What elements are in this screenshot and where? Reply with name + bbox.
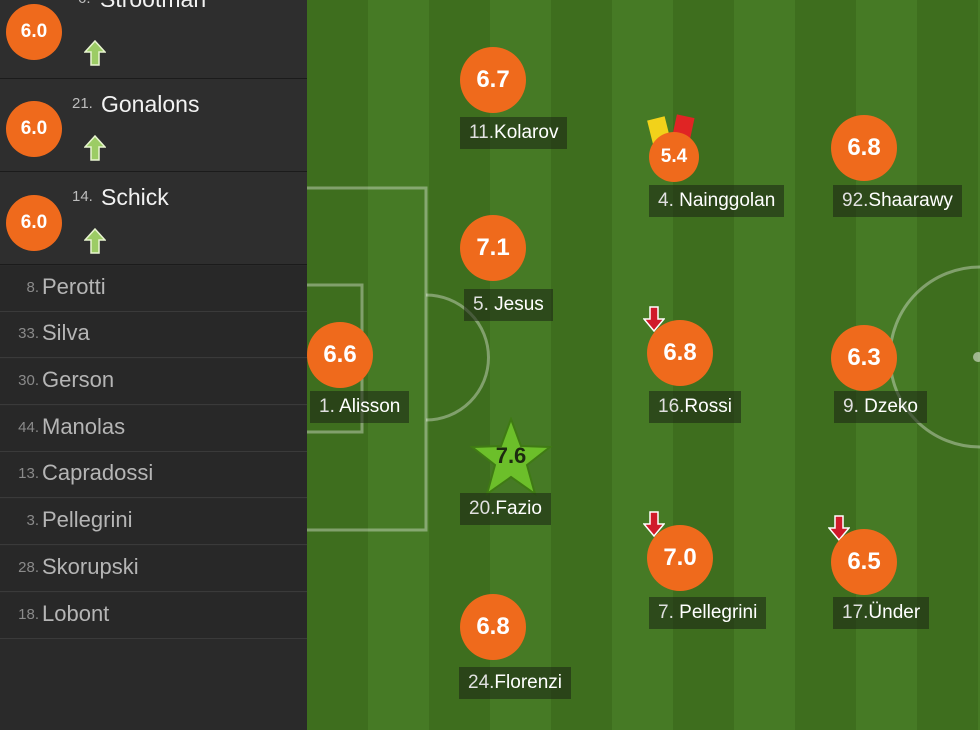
player-number: 20. [469, 498, 496, 519]
player-label[interactable]: 92.Shaarawy [833, 185, 962, 217]
player-number: 4. [658, 190, 674, 211]
player-rating-badge: 7.1 [460, 215, 526, 281]
player-name: Florenzi [494, 672, 562, 693]
player-name: Pellegrini [679, 602, 758, 623]
bench-row[interactable]: 18. Lobont [0, 593, 307, 639]
player-name: Silva [42, 320, 90, 345]
bench-row[interactable]: 8. Perotti [0, 266, 307, 312]
player-number: 5. [473, 294, 489, 315]
player-number: 17. [842, 602, 869, 623]
player-number: 24. [468, 672, 495, 693]
rating-badge: 6.0 [6, 101, 62, 157]
player-number: 92. [842, 190, 869, 211]
player-label[interactable]: 24.Florenzi [459, 667, 571, 699]
sub-out-arrow-icon [643, 511, 665, 537]
player-name: Gonalons [101, 91, 200, 117]
player-name: Jesus [494, 294, 544, 315]
player-number: 16. [658, 396, 685, 417]
player-label[interactable]: 7. Pellegrini [649, 597, 767, 629]
player-rating-badge: 6.7 [460, 47, 526, 113]
player-number: 8. [26, 279, 39, 296]
player-rating-badge: 6.8 [460, 594, 526, 660]
player-label[interactable]: 17.Ünder [833, 597, 930, 629]
sub-in-arrow-icon [84, 228, 106, 254]
sub-out-arrow-icon [828, 515, 850, 541]
player-name: Shaarawy [868, 190, 953, 211]
player-label[interactable]: 9. Dzeko [834, 391, 927, 423]
substitutes-panel: 6.0 6. Strootman 6.0 21. Gonalons 6.0 14… [0, 0, 307, 730]
player-name: Rossi [684, 396, 732, 417]
player-number: 28. [18, 559, 39, 576]
player-label[interactable]: 1. Alisson [310, 391, 410, 423]
player-name: Manolas [42, 414, 126, 439]
bench-row[interactable]: 13. Capradossi [0, 452, 307, 498]
bench-row[interactable]: 3. Pellegrini [0, 499, 307, 545]
player-number: 44. [18, 419, 39, 436]
player-name: Lobont [42, 601, 110, 626]
player-label[interactable]: 20.Fazio [460, 493, 551, 525]
player-name: Alisson [339, 396, 401, 417]
player-name: Strootman [100, 0, 206, 13]
player-rating-badge: 7.0 [647, 525, 713, 591]
player-rating-badge: 5.4 [649, 132, 699, 182]
sub-in-row[interactable]: 6.0 14. Schick [0, 172, 307, 265]
player-number: 6. [78, 0, 91, 7]
sub-in-row[interactable]: 6.0 6. Strootman [0, 0, 307, 79]
player-rating-badge: 6.8 [647, 320, 713, 386]
player-number: 1. [319, 396, 335, 417]
player-label[interactable]: 4. Nainggolan [649, 185, 785, 217]
rating-badge: 6.0 [6, 195, 62, 251]
player-number: 11. [469, 122, 495, 143]
player-number: 18. [18, 606, 39, 623]
player-name: Fazio [495, 498, 542, 519]
player-name: Dzeko [864, 396, 918, 417]
player-rating-badge: 6.6 [307, 322, 373, 388]
man-of-the-match-star-icon: 7.6 [469, 416, 553, 497]
pitch: 6.6 1. Alisson 6.7 11.Kolarov 7.1 5. Jes… [307, 0, 980, 730]
player-label[interactable]: 11.Kolarov [460, 117, 568, 149]
player-name: Schick [101, 184, 169, 210]
player-number: 9. [843, 396, 859, 417]
player-number: 13. [18, 465, 39, 482]
bench-row[interactable]: 33. Silva [0, 312, 307, 358]
player-number: 3. [26, 512, 39, 529]
bench-row[interactable]: 44. Manolas [0, 406, 307, 452]
bench-row[interactable]: 28. Skorupski [0, 546, 307, 592]
player-name: Gerson [42, 367, 115, 392]
player-name: Skorupski [42, 554, 139, 579]
player-name: Capradossi [42, 460, 154, 485]
player-name: Nainggolan [679, 190, 776, 211]
player-number: 7. [658, 602, 674, 623]
player-rating-badge: 6.3 [831, 325, 897, 391]
player-rating-badge: 6.8 [831, 115, 897, 181]
player-label[interactable]: 5. Jesus [464, 289, 553, 321]
player-name: Kolarov [494, 122, 559, 143]
player-number: 21. [72, 95, 93, 112]
sub-in-arrow-icon [84, 135, 106, 161]
sub-in-row[interactable]: 6.0 21. Gonalons [0, 79, 307, 172]
player-name: Pellegrini [42, 507, 133, 532]
player-name: Perotti [42, 274, 106, 299]
player-rating-badge: 7.6 [495, 443, 527, 468]
player-number: 33. [18, 325, 39, 342]
player-label[interactable]: 16.Rossi [649, 391, 741, 423]
bench-row[interactable]: 30. Gerson [0, 359, 307, 405]
rating-badge: 6.0 [6, 4, 62, 60]
player-name: Ünder [868, 602, 921, 623]
player-rating-badge: 6.5 [831, 529, 897, 595]
sub-in-arrow-icon [84, 40, 106, 66]
player-number: 30. [18, 372, 39, 389]
player-number: 14. [72, 188, 93, 205]
sub-out-arrow-icon [643, 306, 665, 332]
